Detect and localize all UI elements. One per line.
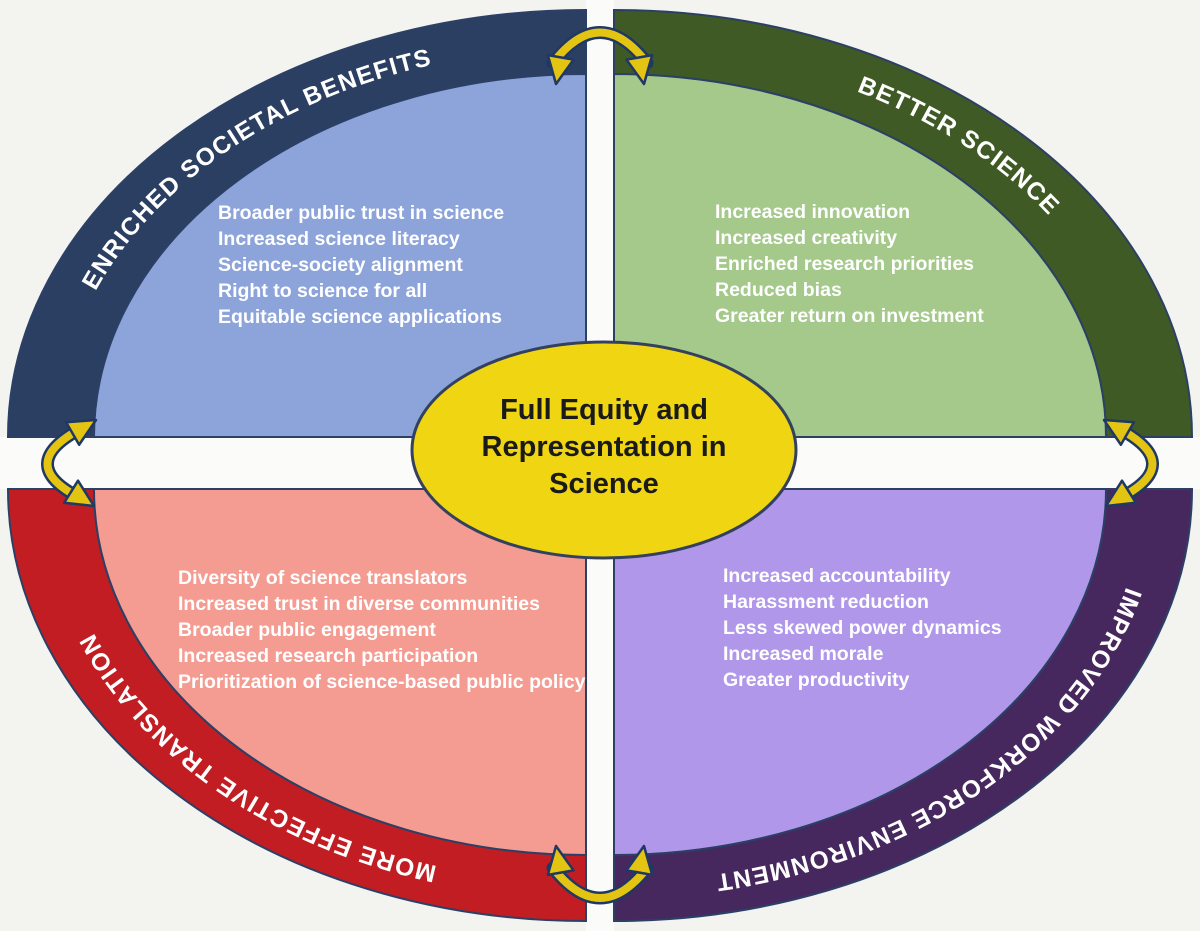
quadrant-fill-better-science: [613, 72, 1108, 438]
arrow-head: [546, 53, 575, 86]
benefit-item: Increased science literacy: [218, 228, 460, 250]
benefit-item: Harassment reduction: [723, 591, 929, 613]
benefit-item: Reduced bias: [715, 279, 842, 301]
benefit-item: Broader public trust in science: [218, 202, 504, 224]
arrow-head: [62, 479, 96, 508]
benefit-item: Prioritization of science-based public p…: [178, 671, 586, 693]
benefit-item: Less skewed power dynamics: [723, 617, 1002, 639]
arrow-head: [64, 418, 98, 447]
center-title-line: Science: [549, 468, 659, 500]
arrow-body: [549, 864, 651, 902]
benefit-item: Equitable science applications: [218, 306, 502, 328]
arrow-head: [625, 53, 654, 86]
arrow-body: [43, 423, 88, 503]
quadrant-fill-effective-translation: [92, 488, 587, 857]
benefit-item: Increased creativity: [715, 227, 897, 249]
cycle-arrow-right-icon: [1102, 418, 1159, 508]
benefit-item: Science-society alignment: [218, 254, 463, 276]
arrow-head: [625, 844, 654, 877]
benefit-item: Right to science for all: [218, 280, 427, 302]
arrow-body: [1112, 423, 1157, 503]
benefit-item: Increased accountability: [723, 565, 951, 587]
cycle-arrow-bottom-icon: [546, 844, 654, 905]
quadrant-workforce-environment: IMPROVED WORKFORCE ENVIRONMENT Increased…: [613, 488, 1194, 923]
arrow-body: [549, 28, 651, 67]
center-ellipse: [410, 340, 798, 560]
cycle-arrow-top-icon: [546, 26, 654, 86]
center-title-line: Full Equity and: [500, 394, 708, 426]
quadrant-fill-workforce-environment: [613, 488, 1108, 857]
quadrant-societal-benefits: ENRICHED SOCIETAL BENEFITS Broader publi…: [6, 8, 587, 438]
arrow-head: [1104, 479, 1138, 508]
benefit-item: Increased research participation: [178, 645, 478, 667]
center-title-line: Representation in: [482, 431, 727, 463]
benefit-item: Increased trust in diverse communities: [178, 593, 540, 615]
benefit-item: Greater productivity: [723, 669, 910, 691]
benefit-item: Increased morale: [723, 643, 884, 665]
benefit-item: Diversity of science translators: [178, 567, 468, 589]
benefit-item: Greater return on investment: [715, 305, 984, 327]
center-hub: Full Equity and Representation in Scienc…: [410, 340, 798, 560]
benefit-item: Increased innovation: [715, 201, 910, 223]
arrow-head: [1102, 418, 1136, 447]
cycle-arrow-left-icon: [41, 418, 98, 508]
benefit-item: Broader public engagement: [178, 619, 436, 641]
quadrant-effective-translation: MORE EFFECTIVE TRANSLATION Diversity of …: [6, 488, 587, 923]
benefit-item: Enriched research priorities: [715, 253, 974, 275]
quadrant-fill-societal-benefits: [92, 72, 587, 438]
arrow-head: [546, 844, 575, 877]
